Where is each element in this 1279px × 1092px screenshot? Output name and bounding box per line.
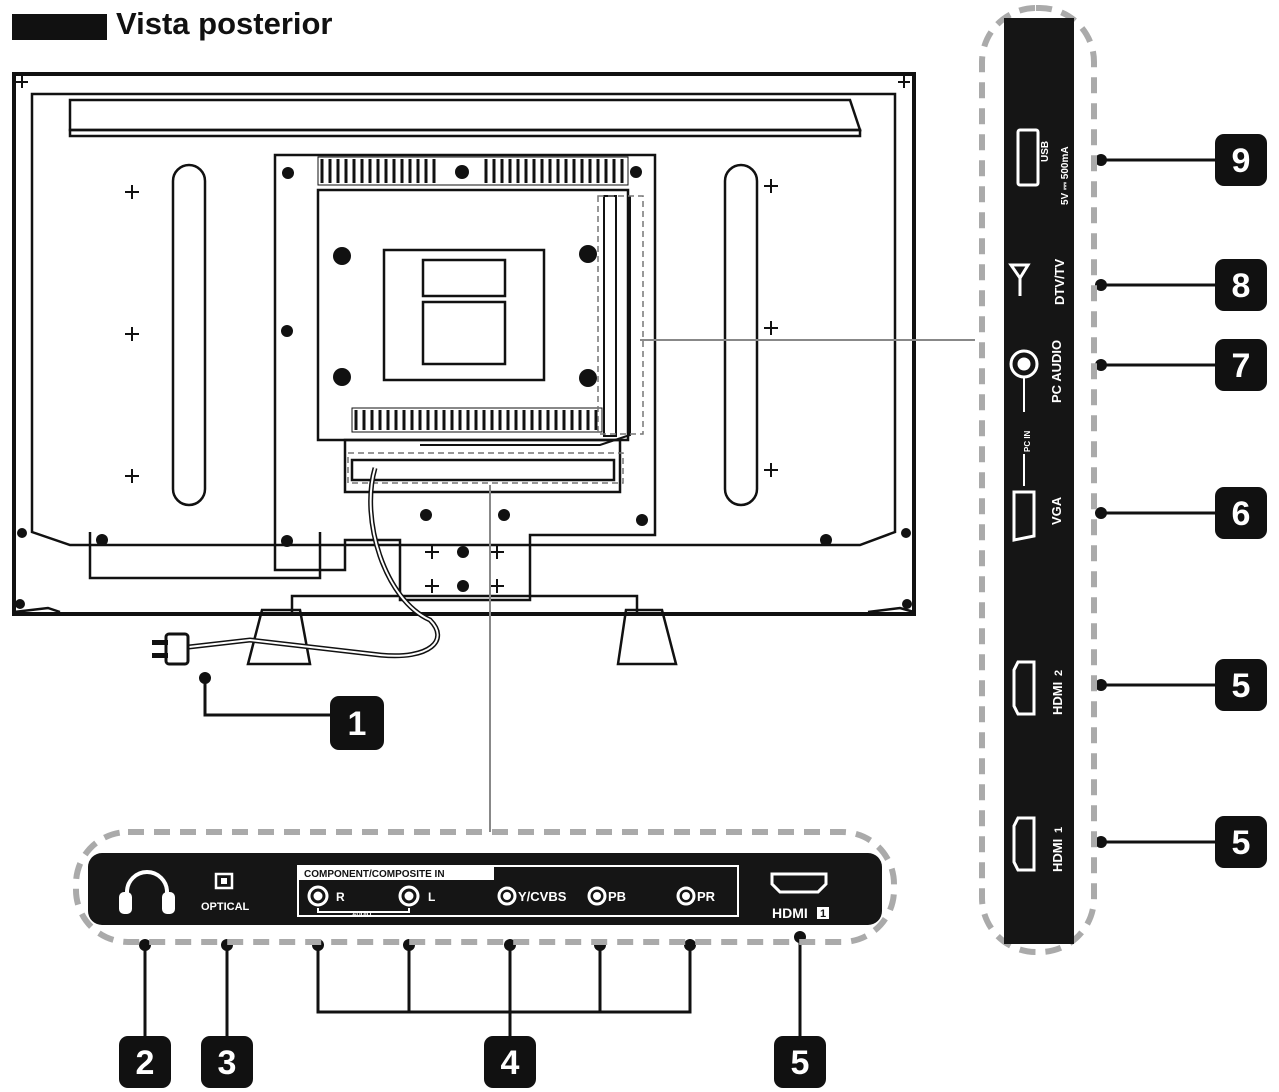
optical-label: OPTICAL	[201, 901, 250, 913]
callout-2-number: 2	[136, 1044, 155, 1082]
usb-rating-label: 5V ⎓ 500mA	[1060, 146, 1071, 205]
callout-1: 1	[330, 696, 384, 750]
title-bar-marker	[12, 14, 107, 40]
hdmi-number-badge	[817, 907, 829, 919]
callout-3: 3	[201, 1036, 253, 1088]
hdmi-number: 1	[820, 908, 826, 920]
power-plug	[152, 632, 190, 666]
callout-7-number: 7	[1232, 347, 1251, 385]
callout-5-side-b: 5	[1215, 816, 1267, 868]
callout-4-number: 4	[501, 1044, 520, 1082]
headphone-icon	[119, 870, 175, 914]
hdmi-bottom-label: HDMI	[772, 905, 808, 921]
component-header-label: COMPONENT/COMPOSITE IN	[304, 869, 445, 880]
rca-jacks	[307, 885, 696, 907]
callout-2: 2	[119, 1036, 171, 1088]
usb-port-icon	[1016, 128, 1040, 187]
hdmi-1-port-icon	[1012, 816, 1036, 872]
tv-rear-body	[12, 72, 916, 666]
connector-lines	[489, 339, 975, 832]
callout-9: 9	[1215, 134, 1267, 186]
hdmi-2-port-icon	[1012, 660, 1036, 716]
callout-5-bottom: 5	[774, 1036, 826, 1088]
callout-5-side-a-number: 5	[1232, 667, 1251, 705]
y-cvbs-label: Y/CVBS	[518, 889, 567, 904]
leader-lines	[143, 158, 1217, 1038]
callout-8-number: 8	[1232, 267, 1251, 305]
pc-audio-jack-icon	[1009, 349, 1039, 379]
component-header-bg	[298, 866, 494, 880]
callout-3-number: 3	[218, 1044, 237, 1082]
component-group-outline	[297, 865, 739, 917]
callout-5-side-a: 5	[1215, 659, 1267, 711]
hdmi-port-icon	[770, 872, 828, 894]
callout-6-number: 6	[1232, 495, 1251, 533]
vga-port-icon	[1012, 490, 1036, 542]
pb-label: PB	[608, 889, 626, 904]
pc-audio-label: PC AUDIO	[1049, 340, 1064, 403]
mount-screws	[15, 165, 912, 609]
audio-small-label: AUDIO	[352, 912, 372, 918]
dtv-tv-label: DTV/TV	[1052, 258, 1067, 305]
mount-crosses	[16, 76, 910, 593]
pr-label: PR	[697, 889, 716, 904]
hdmi-1-number: 1	[1053, 827, 1065, 833]
side-panel-dashed-outline	[979, 5, 1097, 955]
hdmi-1-label: HDMI	[1050, 839, 1065, 872]
audio-bracket	[317, 908, 410, 913]
callout-5-bottom-number: 5	[791, 1044, 810, 1082]
callout-5-side-b-number: 5	[1232, 824, 1251, 862]
callout-8: 8	[1215, 259, 1267, 311]
bottom-port-panel	[88, 853, 882, 925]
audio-l-label: L	[428, 890, 435, 904]
callout-7: 7	[1215, 339, 1267, 391]
side-port-strip	[347, 195, 644, 484]
callout-9-number: 9	[1232, 142, 1251, 180]
vga-label: VGA	[1049, 496, 1064, 525]
hdmi-2-number: 2	[1053, 670, 1065, 676]
hdmi-2-label: HDMI	[1050, 682, 1065, 715]
audio-r-label: R	[336, 890, 345, 904]
vent-slats	[320, 159, 624, 430]
usb-label: USB	[1040, 141, 1051, 162]
callout-6: 6	[1215, 487, 1267, 539]
pc-in-label: PC IN	[1023, 430, 1032, 452]
antenna-icon	[1008, 263, 1031, 296]
optical-port-icon	[214, 872, 234, 890]
callout-4: 4	[484, 1036, 536, 1088]
callout-1-number: 1	[348, 705, 367, 743]
page-title: Vista posterior	[116, 6, 333, 41]
power-cord	[179, 467, 441, 659]
